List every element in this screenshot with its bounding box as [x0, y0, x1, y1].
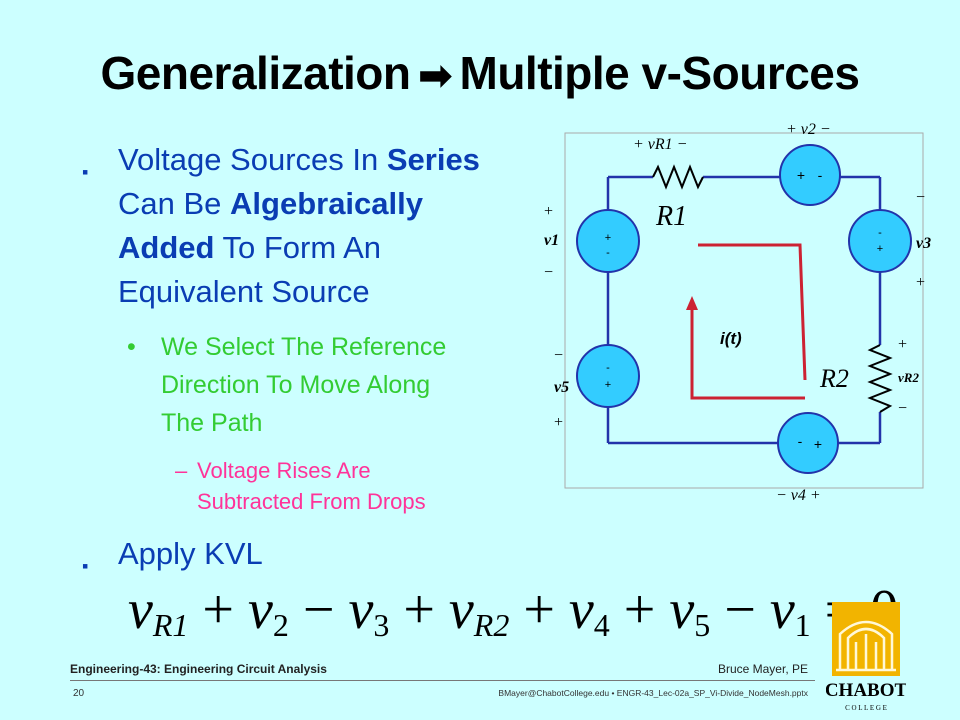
bullet-line1: Voltage Sources In: [118, 142, 387, 177]
eq-op: +: [389, 579, 449, 641]
footer-page-number: 20: [73, 688, 85, 699]
eq-op: −: [710, 579, 770, 641]
dash-bullet-icon: –: [175, 458, 188, 483]
src-v5-plus: +: [605, 379, 611, 391]
label-v5-plus: +: [554, 414, 563, 431]
label-v5-minus: −: [554, 347, 563, 364]
bullet-bold-algebraically: Algebraically: [230, 186, 423, 221]
eq-var: v: [248, 579, 273, 641]
source-v1: [576, 209, 640, 273]
square-bullet-icon: ▪: [82, 556, 89, 576]
eq-var: v: [669, 579, 695, 641]
subsub-line2: Subtracted From Drops: [197, 489, 426, 514]
footer-divider: [70, 680, 815, 681]
label-v1-minus: −: [544, 264, 553, 281]
title-right: Multiple v-Sources: [459, 47, 860, 99]
label-v2: + v2 −: [786, 121, 831, 138]
src-v3-plus: +: [877, 243, 883, 255]
circuit-wires: [606, 175, 882, 445]
label-r2: R2: [819, 364, 849, 393]
sub-line1: We Select The Reference: [161, 333, 447, 361]
src-v5-minus: -: [606, 362, 610, 374]
chabot-college-logo: CHABOT C O L L E G E: [826, 602, 906, 712]
eq-sub: 5: [694, 607, 711, 643]
eq-sub: 4: [593, 607, 610, 643]
label-vr2: vR2: [898, 370, 919, 385]
label-current: i(t): [720, 329, 742, 348]
logo-sub: C O L L E G E: [845, 704, 887, 712]
bullet-kvl-text: Apply KVL: [118, 536, 263, 571]
right-arrow-icon: ➡: [418, 54, 452, 98]
eq-op: −: [288, 579, 349, 641]
eq-var: v: [448, 579, 474, 641]
eq-op: +: [188, 579, 248, 641]
eq-sub: 1: [794, 607, 811, 643]
src-v2-minus: -: [818, 167, 823, 183]
src-v4-plus: +: [814, 436, 822, 452]
eq-var: v: [348, 579, 374, 641]
subsub-line1: Voltage Rises Are: [197, 458, 371, 483]
bullet-line3: To Form An: [214, 230, 381, 265]
bullet-text: Voltage Sources In Series Can Be Algebra…: [118, 138, 480, 314]
source-v3: [848, 209, 912, 273]
kvl-equation: vR1 + v2 − v3 + vR2 + v4 + v5 − v1 = 0: [128, 578, 898, 644]
resistor-r2: [867, 344, 893, 413]
src-v2-plus: +: [797, 167, 805, 183]
eq-sub: 3: [373, 607, 390, 643]
eq-var: v: [128, 579, 153, 641]
label-vr1: + vR1 −: [633, 136, 687, 153]
sub-bullet-text: We Select The Reference Direction To Mov…: [161, 328, 446, 442]
label-vr2-minus: −: [898, 400, 907, 417]
src-v4-minus: -: [798, 433, 803, 449]
bullet-bold-series: Series: [386, 142, 480, 177]
square-bullet-icon: ▪: [82, 162, 89, 182]
eq-sub: 2: [272, 607, 289, 643]
source-v4: [777, 412, 839, 474]
footer-author: Bruce Mayer, PE: [717, 662, 808, 676]
eq-var: v: [568, 579, 594, 641]
src-v3-minus: -: [878, 227, 882, 239]
eq-op: +: [609, 579, 670, 641]
loop-path: [698, 243, 807, 381]
source-v5: [576, 344, 640, 408]
eq-sub: R1: [152, 607, 189, 643]
circuit-frame: [564, 132, 924, 489]
eq-sub: R2: [473, 607, 510, 643]
footer-course: Engineering-43: Engineering Circuit Anal…: [70, 662, 327, 676]
bullet-line2: Can Be: [118, 186, 231, 221]
logo-name: CHABOT: [826, 680, 906, 701]
dot-bullet-icon: •: [127, 333, 136, 361]
label-v3: v3: [916, 235, 931, 252]
eq-var: v: [769, 579, 795, 641]
label-v4: − v4 +: [776, 487, 821, 504]
label-v1-plus: +: [544, 203, 553, 220]
title-left: Generalization: [100, 47, 411, 99]
sub-line2: Direction To Move Along: [161, 371, 431, 399]
loop-arrow-icon: [686, 296, 698, 310]
sub-line3: The Path: [161, 409, 263, 437]
resistor-r1: [652, 164, 704, 190]
voltage-sources: [576, 144, 912, 474]
label-v5: v5: [554, 379, 569, 396]
bullet-line4: Equivalent Source: [118, 274, 370, 309]
label-v3-minus: −: [916, 189, 925, 206]
label-v3-plus: +: [916, 274, 925, 291]
loop-path-return: [690, 300, 805, 400]
subsub-bullet-text: Voltage Rises Are Subtracted From Drops: [197, 455, 426, 517]
slide-title: Generalization➡Multiple v-Sources: [0, 46, 960, 100]
label-r1: R1: [655, 201, 687, 232]
src-v1-minus: -: [606, 247, 610, 259]
bullet-bold-added: Added: [118, 230, 215, 265]
eq-op: +: [509, 579, 569, 641]
label-vr2-plus: +: [898, 336, 907, 353]
footer-filename: BMayer@ChabotCollege.edu • ENGR-43_Lec-0…: [498, 688, 808, 698]
label-v1: v1: [544, 232, 559, 249]
src-v1-plus: +: [605, 232, 611, 244]
source-v2: [779, 144, 841, 206]
